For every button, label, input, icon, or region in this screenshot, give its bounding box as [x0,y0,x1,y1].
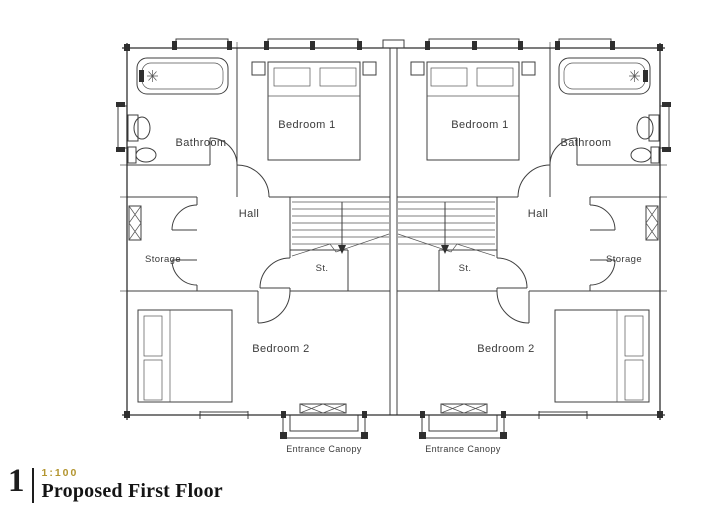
room-label-bathroom-left: Bathroom [176,137,227,149]
exterior-walls [122,43,665,420]
room-label-hall-right: Hall [528,208,549,220]
title-texts: 1:100 Proposed First Floor [42,466,223,503]
room-label-storage-left: Storage [145,254,181,265]
drawing-title: Proposed First Floor [41,480,223,502]
annotation-entrance-canopy-right: Entrance Canopy [425,444,501,454]
title-divider [31,468,34,503]
party-wall-cap [382,39,405,49]
room-label-store-right: St. [459,263,472,274]
drawing-number: 1 [8,463,25,499]
unit-left [115,38,391,440]
room-label-storage-right: Storage [606,254,642,265]
room-label-bedroom2-left: Bedroom 2 [252,343,309,355]
room-label-bedroom1-right: Bedroom 1 [451,119,508,131]
room-label-bedroom2-right: Bedroom 2 [477,343,534,355]
room-label-bathroom-right: Bathroom [561,137,612,149]
unit-right [396,38,672,440]
drawing-scale: 1:100 [41,467,79,479]
room-label-hall-left: Hall [239,208,260,220]
annotation-entrance-canopy-left: Entrance Canopy [286,444,362,454]
room-label-bedroom1-left: Bedroom 1 [278,119,335,131]
room-labels: Bathroom Bathroom Bedroom 1 Bedroom 1 Ha… [145,119,642,454]
room-label-store-left: St. [316,263,329,274]
title-block: 1 1:100 Proposed First Floor [8,463,223,503]
